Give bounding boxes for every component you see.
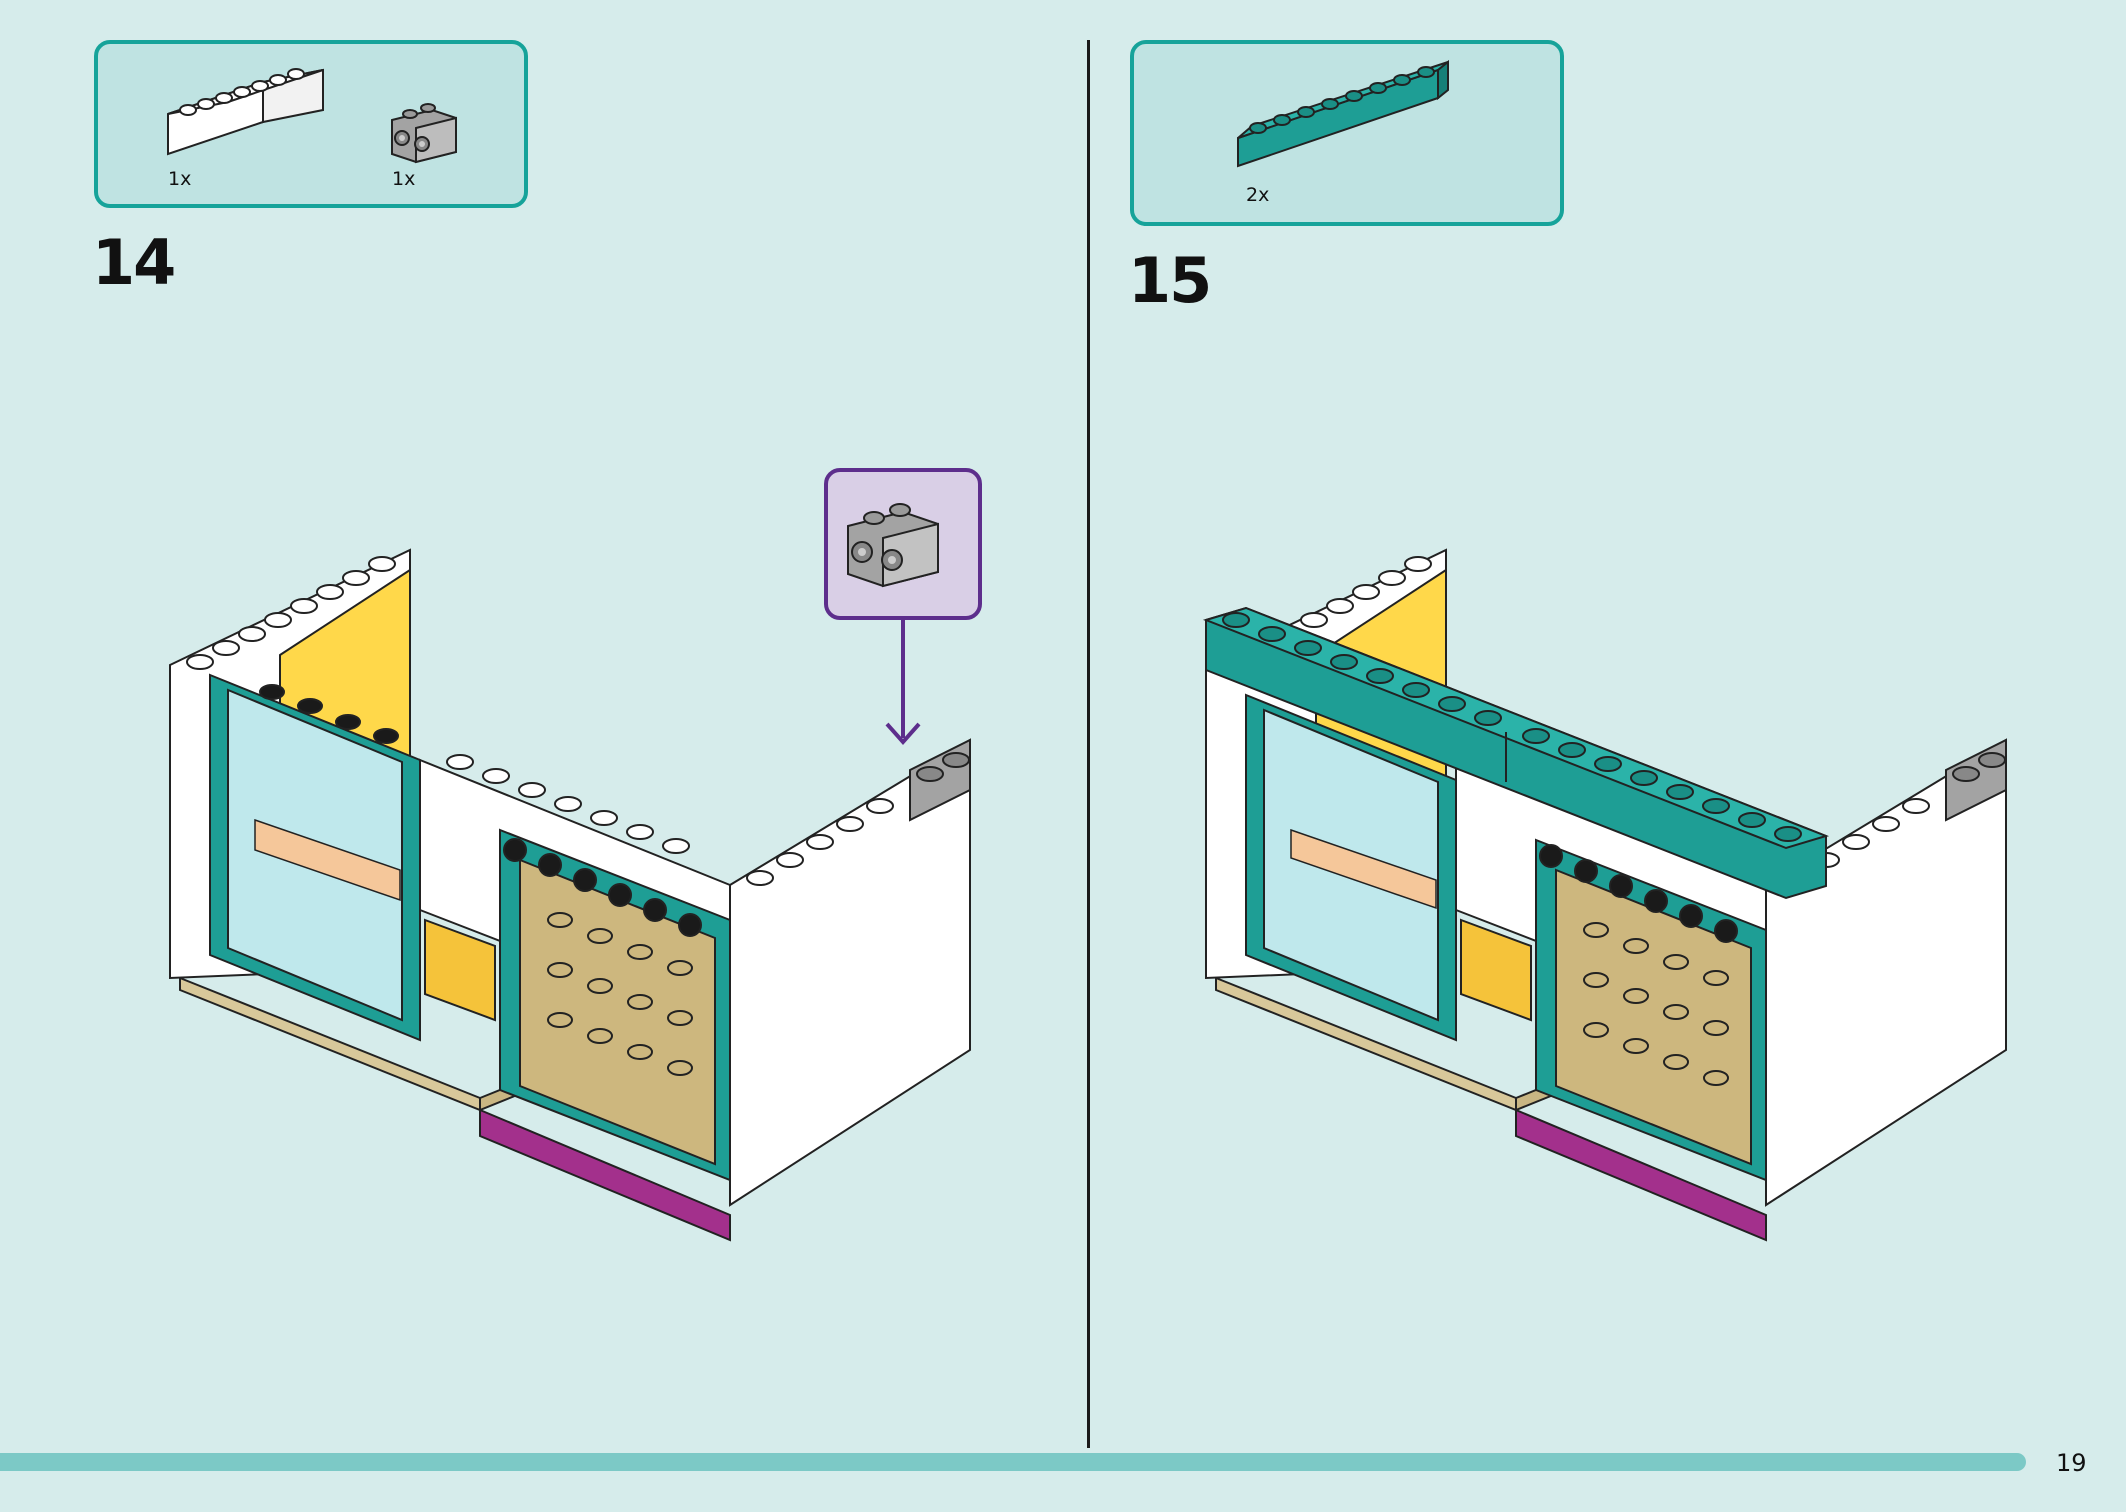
build-model-step-14 <box>169 548 971 1242</box>
placement-callout <box>824 468 982 620</box>
parts-box-step-15: 2x <box>1130 40 1564 226</box>
progress-bar <box>0 1453 2026 1471</box>
placement-arrow-icon <box>885 618 921 746</box>
gray-brick-1x2-side-studs-icon <box>847 503 939 588</box>
part-qty: 1x <box>168 168 192 190</box>
part-qty: 1x <box>392 168 416 190</box>
white-brick-1x6-icon <box>167 68 324 156</box>
teal-brick-1x8-icon <box>1237 59 1449 168</box>
part-qty: 2x <box>1246 184 1270 206</box>
step-number: 15 <box>1128 244 1212 317</box>
page-number: 19 <box>2056 1449 2087 1477</box>
parts-box-step-14: 1x 1x <box>94 40 528 208</box>
step-number: 14 <box>92 226 176 299</box>
build-model-step-15 <box>1202 548 2007 1242</box>
gray-brick-1x2-side-studs-icon <box>391 103 457 164</box>
page-divider <box>1087 40 1090 1448</box>
